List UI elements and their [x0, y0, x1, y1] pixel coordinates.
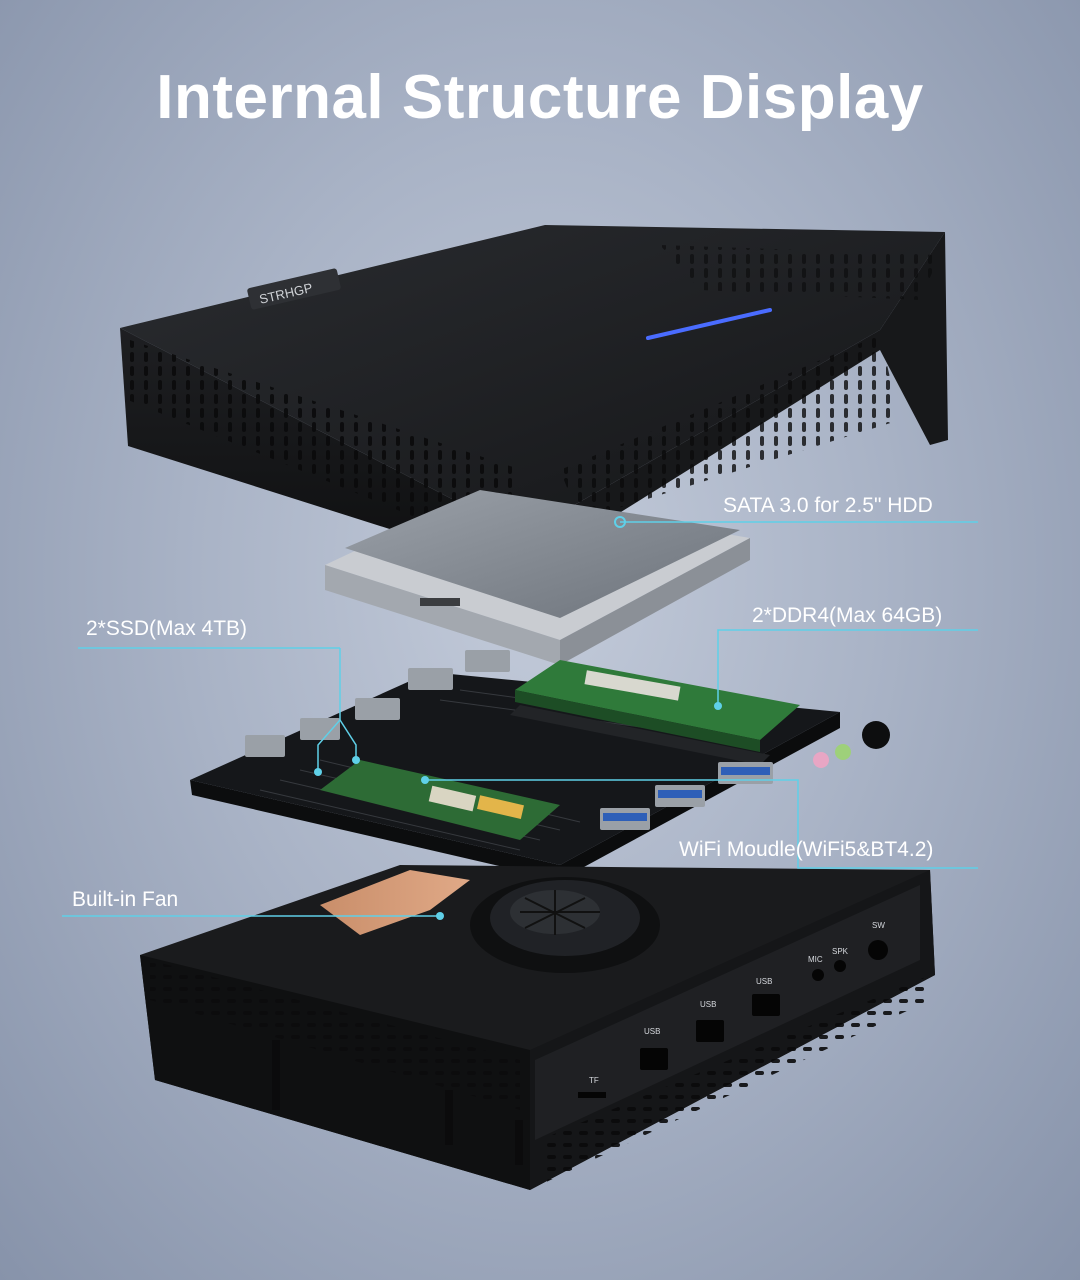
- ram-callout-label: 2*DDR4(Max 64GB): [752, 604, 943, 627]
- hdd-callout-label: SATA 3.0 for 2.5" HDD: [723, 494, 933, 517]
- power-switch: [862, 721, 890, 749]
- tf-port-label: TF: [589, 1076, 599, 1085]
- wifi-callout-label: WiFi Moudle(WiFi5&BT4.2): [679, 838, 934, 861]
- callout-lines: [62, 521, 978, 917]
- cooling-fan: [470, 877, 660, 973]
- ssd-callout-label: 2*SSD(Max 4TB): [86, 617, 248, 640]
- ssd-callout-branch-a: [317, 648, 341, 772]
- power-led: [646, 308, 772, 340]
- fan-callout-label: Built-in Fan: [72, 888, 179, 911]
- usb-port-label-3: USB: [756, 977, 772, 986]
- sw-port-label: SW: [872, 921, 885, 930]
- mic-jack: [813, 752, 829, 768]
- motherboard: [190, 650, 890, 880]
- spk-port-label: SPK: [832, 947, 849, 956]
- mic-port-label: MIC: [808, 955, 823, 964]
- top-cover: STRHGP: [120, 225, 948, 572]
- wifi-callout-line: [425, 779, 978, 869]
- ssd-module: [320, 760, 560, 840]
- ram-module: [510, 660, 800, 765]
- speaker-jack: [835, 744, 851, 760]
- bottom-chassis: TF USB USB USB MIC SPK SW: [140, 865, 935, 1190]
- usb-port-label-2: USB: [700, 1000, 716, 1009]
- ram-callout-line: [717, 629, 978, 706]
- callout-dots: [314, 516, 722, 920]
- ssd-callout-branch-b: [339, 719, 357, 760]
- usb-port-label-1: USB: [644, 1027, 660, 1036]
- heatsink-copper: [320, 870, 470, 935]
- page-title: Internal Structure Display: [156, 63, 924, 132]
